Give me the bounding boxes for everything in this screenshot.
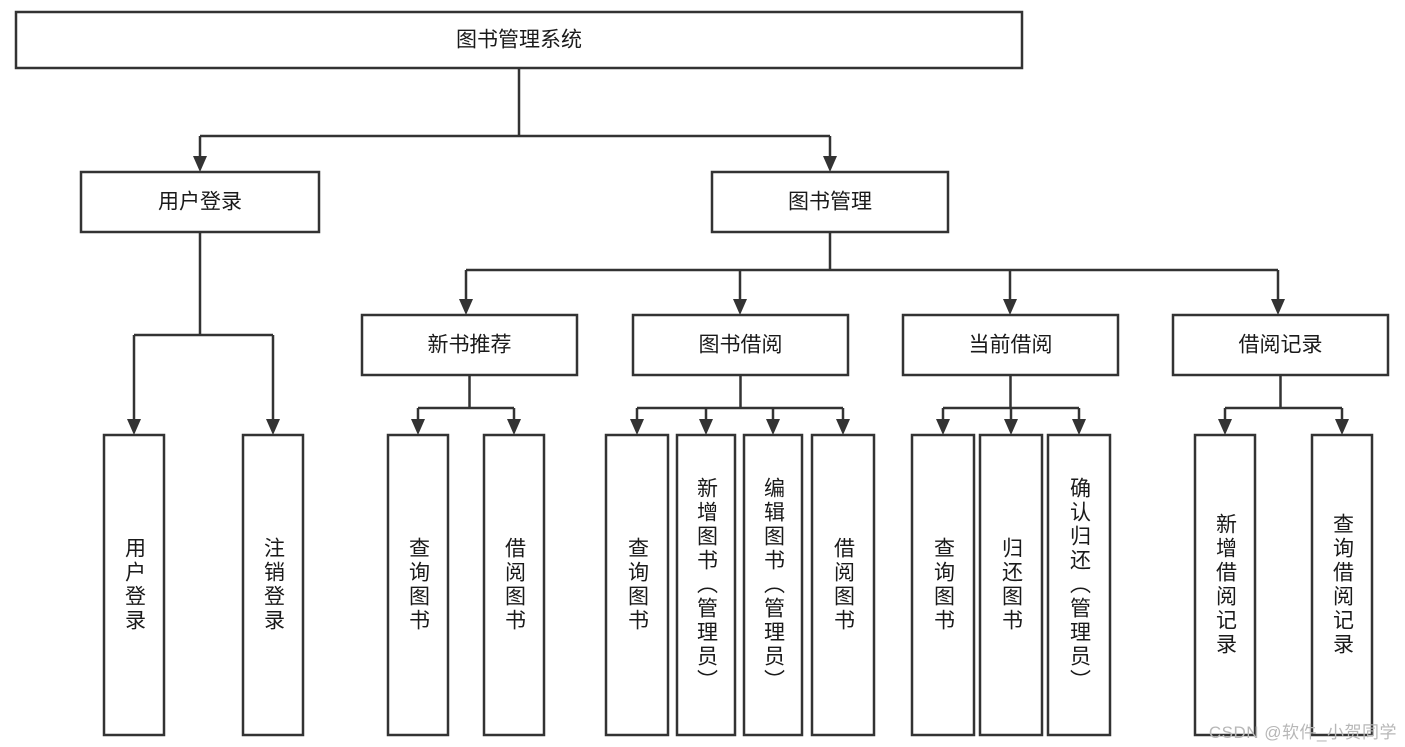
- arrow-head-icon: [193, 156, 207, 172]
- node-leaf-0-label-wrap: 用户登录: [122, 537, 146, 633]
- node-level3-2-label: 当前借阅: [969, 334, 1053, 357]
- node-leaf-12-label: 查询借阅记录: [1330, 513, 1354, 657]
- arrow-head-icon: [266, 419, 280, 435]
- node-leaf-12-rect[interactable]: [1310, 433, 1374, 737]
- node-leaf-11-label: 新增借阅记录: [1213, 513, 1237, 657]
- arrow-head-icon: [766, 419, 780, 435]
- node-leaf-10-rect[interactable]: [1046, 433, 1112, 737]
- node-level3-0[interactable]: 新书推荐: [360, 313, 579, 377]
- node-level3-2-rect[interactable]: [901, 313, 1120, 377]
- node-level3-3-label: 借阅记录: [1239, 334, 1323, 357]
- node-leaf-10-label-wrap: 确认归还（管理员）: [1067, 477, 1091, 693]
- arrow-head-icon: [699, 419, 713, 435]
- arrow-head-icon: [836, 419, 850, 435]
- node-leaf-9-label: 归还图书: [999, 537, 1023, 633]
- node-leaf-11-label-wrap: 新增借阅记录: [1213, 513, 1237, 657]
- node-leaf-0-rect[interactable]: [102, 433, 166, 737]
- node-leaf-4-label: 查询图书: [625, 537, 649, 633]
- node-leaf-12[interactable]: 查询借阅记录: [1310, 433, 1374, 737]
- node-leaf-7-label-wrap: 借阅图书: [831, 537, 855, 633]
- node-leaf-2-label-wrap: 查询图书: [406, 537, 430, 633]
- node-leaf-6-label-wrap: 编辑图书（管理员）: [761, 477, 785, 693]
- node-level3-3-rect[interactable]: [1171, 313, 1390, 377]
- node-level3-1[interactable]: 图书借阅: [631, 313, 850, 377]
- node-leaf-5-label: 新增图书（管理员）: [694, 477, 718, 693]
- node-leaf-7-rect[interactable]: [810, 433, 876, 737]
- node-leaf-12-label-wrap: 查询借阅记录: [1330, 513, 1354, 657]
- node-leaf-10[interactable]: 确认归还（管理员）: [1046, 433, 1112, 737]
- node-leaf-2-rect[interactable]: [386, 433, 450, 737]
- node-leaf-7[interactable]: 借阅图书: [810, 433, 876, 737]
- node-level3-1-label: 图书借阅: [699, 334, 783, 357]
- node-leaf-1-label: 注销登录: [261, 537, 285, 633]
- node-leaf-4-label-wrap: 查询图书: [625, 537, 649, 633]
- arrow-head-icon: [459, 299, 473, 315]
- node-leaf-5[interactable]: 新增图书（管理员）: [675, 433, 737, 737]
- node-level2-0-rect[interactable]: [79, 170, 321, 234]
- node-root-book-management-system-label: 图书管理系统: [456, 29, 582, 52]
- connector-layer: [127, 68, 1349, 435]
- arrow-head-icon: [1072, 419, 1086, 435]
- node-level2-1-rect[interactable]: [710, 170, 950, 234]
- node-leaf-3-label-wrap: 借阅图书: [502, 537, 526, 633]
- node-level3-2[interactable]: 当前借阅: [901, 313, 1120, 377]
- node-leaf-1[interactable]: 注销登录: [241, 433, 305, 737]
- node-leaf-6[interactable]: 编辑图书（管理员）: [742, 433, 804, 737]
- node-leaf-1-rect[interactable]: [241, 433, 305, 737]
- arrow-head-icon: [1004, 419, 1018, 435]
- node-leaf-1-label-wrap: 注销登录: [261, 537, 285, 633]
- node-leaf-0[interactable]: 用户登录: [102, 433, 166, 737]
- node-level3-0-rect[interactable]: [360, 313, 579, 377]
- node-level2-1-label: 图书管理: [788, 191, 872, 214]
- node-level3-3[interactable]: 借阅记录: [1171, 313, 1390, 377]
- node-leaf-9-label-wrap: 归还图书: [999, 537, 1023, 633]
- box-layer: 图书管理系统用户登录图书管理新书推荐图书借阅当前借阅借阅记录用户登录注销登录查询…: [14, 10, 1390, 737]
- node-level3-0-label: 新书推荐: [428, 334, 512, 357]
- node-level2-0-label: 用户登录: [158, 191, 242, 214]
- node-leaf-3-label: 借阅图书: [502, 537, 526, 633]
- node-leaf-8[interactable]: 查询图书: [910, 433, 976, 737]
- node-level2-1[interactable]: 图书管理: [710, 170, 950, 234]
- node-leaf-2-label: 查询图书: [406, 537, 430, 633]
- node-leaf-8-label-wrap: 查询图书: [931, 537, 955, 633]
- node-leaf-6-rect[interactable]: [742, 433, 804, 737]
- node-leaf-9-rect[interactable]: [978, 433, 1044, 737]
- node-leaf-11[interactable]: 新增借阅记录: [1193, 433, 1257, 737]
- node-leaf-9[interactable]: 归还图书: [978, 433, 1044, 737]
- node-leaf-2[interactable]: 查询图书: [386, 433, 450, 737]
- node-root-book-management-system-rect[interactable]: [14, 10, 1024, 70]
- node-leaf-8-label: 查询图书: [931, 537, 955, 633]
- arrow-head-icon: [1271, 299, 1285, 315]
- arrow-head-icon: [1218, 419, 1232, 435]
- arrow-head-icon: [1335, 419, 1349, 435]
- arrow-head-icon: [411, 419, 425, 435]
- arrow-head-icon: [630, 419, 644, 435]
- node-leaf-6-label: 编辑图书（管理员）: [761, 477, 785, 693]
- node-leaf-3[interactable]: 借阅图书: [482, 433, 546, 737]
- node-root-book-management-system[interactable]: 图书管理系统: [14, 10, 1024, 70]
- node-leaf-8-rect[interactable]: [910, 433, 976, 737]
- arrow-head-icon: [823, 156, 837, 172]
- arrow-head-icon: [127, 419, 141, 435]
- arrow-head-icon: [936, 419, 950, 435]
- arrow-head-icon: [733, 299, 747, 315]
- node-leaf-11-rect[interactable]: [1193, 433, 1257, 737]
- node-level2-0[interactable]: 用户登录: [79, 170, 321, 234]
- node-leaf-4-rect[interactable]: [604, 433, 670, 737]
- node-leaf-10-label: 确认归还（管理员）: [1067, 477, 1091, 693]
- node-leaf-4[interactable]: 查询图书: [604, 433, 670, 737]
- node-leaf-5-rect[interactable]: [675, 433, 737, 737]
- node-leaf-3-rect[interactable]: [482, 433, 546, 737]
- node-leaf-0-label: 用户登录: [122, 537, 146, 633]
- node-leaf-7-label: 借阅图书: [831, 537, 855, 633]
- arrow-head-icon: [507, 419, 521, 435]
- node-level3-1-rect[interactable]: [631, 313, 850, 377]
- node-leaf-5-label-wrap: 新增图书（管理员）: [694, 477, 718, 693]
- arrow-head-icon: [1003, 299, 1017, 315]
